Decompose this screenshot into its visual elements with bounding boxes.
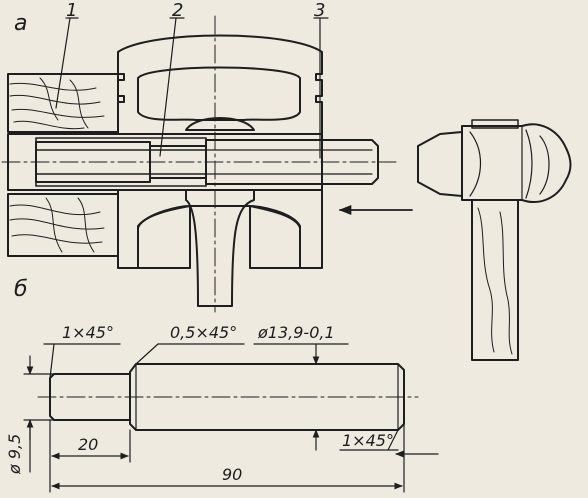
panel-b-label: б	[14, 277, 28, 302]
hammer	[417, 119, 572, 361]
callout-2: 2	[172, 0, 183, 21]
dim-length-pilot: 20	[78, 435, 98, 454]
pin-assembly	[1, 15, 397, 313]
callout-3: 3	[314, 0, 325, 21]
dim-chamfer-mid: 0,5×45°	[170, 323, 237, 342]
panel-a-label: а	[14, 11, 27, 36]
dim-chamfer-right: 1×45°	[342, 431, 394, 450]
piston-section	[117, 34, 323, 307]
callout-1: 1	[66, 0, 77, 21]
dim-length-total: 90	[222, 465, 242, 484]
wooden-support-block	[7, 73, 119, 257]
dim-diameter-pilot: ø 9,5	[5, 434, 24, 475]
dim-chamfer-left: 1×45°	[62, 323, 114, 342]
dim-diameter-main: ø13,9-0,1	[257, 323, 335, 342]
drift-pin-drawing: 1×45° 0,5×45° ø13,9-0,1 ø 9,5 20 90 1×45…	[5, 323, 439, 493]
callouts: 1 2 3	[55, 0, 329, 159]
